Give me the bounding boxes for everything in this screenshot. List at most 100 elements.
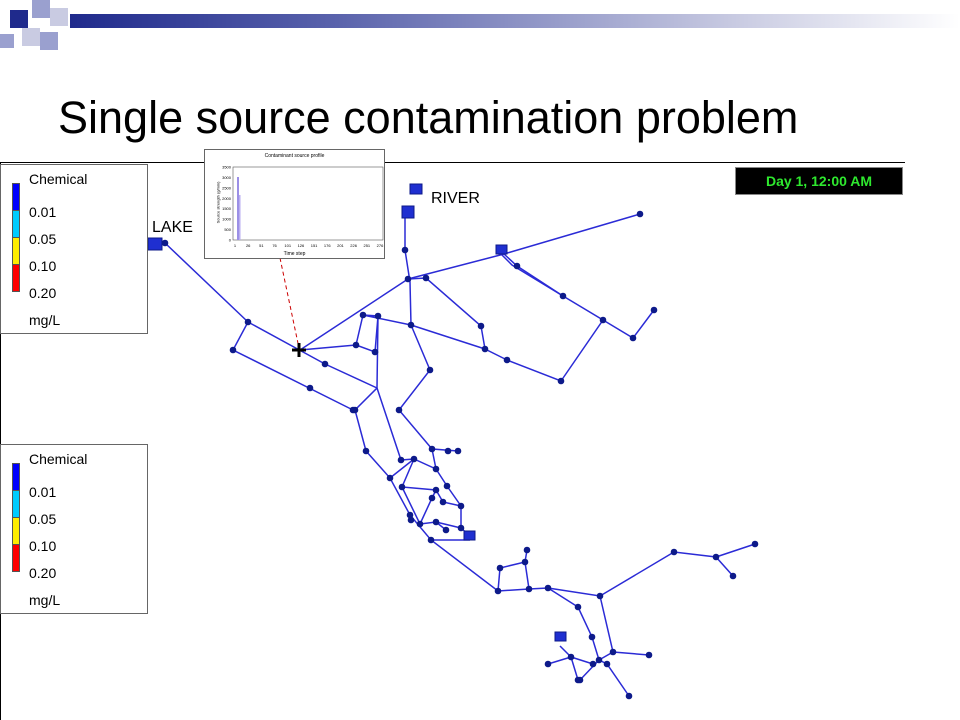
junction-node[interactable] — [407, 321, 415, 329]
junction-node[interactable] — [576, 676, 584, 684]
legend-top[interactable]: Chemical 0.01 0.05 0.10 0.20 mg/L — [0, 164, 148, 334]
legend-swatch-cyan — [12, 210, 20, 238]
junction-node[interactable] — [625, 692, 633, 700]
legend-unit: mg/L — [29, 312, 61, 328]
junction-node[interactable] — [422, 274, 430, 282]
pipe — [355, 314, 412, 354]
junction-node[interactable] — [410, 455, 418, 463]
junction-node[interactable] — [521, 558, 529, 566]
junction-node[interactable] — [359, 311, 367, 319]
junction-node[interactable] — [432, 465, 440, 473]
junction-node[interactable] — [645, 651, 653, 659]
junction-node[interactable] — [595, 656, 603, 664]
junction-node[interactable] — [397, 456, 405, 464]
pipe — [404, 215, 412, 326]
junction-node[interactable] — [589, 660, 597, 668]
junction-node[interactable] — [439, 498, 447, 506]
junction-node[interactable] — [603, 660, 611, 668]
junction-node[interactable] — [513, 262, 521, 270]
junction-node[interactable] — [161, 239, 169, 247]
junction-node[interactable] — [457, 524, 465, 532]
junction-node[interactable] — [712, 553, 720, 561]
pipe — [365, 450, 549, 592]
junction-node[interactable] — [432, 518, 440, 526]
junction-node[interactable] — [567, 653, 575, 661]
source-pulse-bar — [237, 177, 239, 240]
junction-node[interactable] — [398, 483, 406, 491]
inset-x-tick: 76 — [272, 243, 277, 248]
junction-node[interactable] — [428, 445, 436, 453]
junction-node[interactable] — [244, 318, 252, 326]
junction-node[interactable] — [426, 366, 434, 374]
junction-node[interactable] — [650, 306, 658, 314]
source-leader-line — [279, 257, 300, 349]
junction-node[interactable] — [442, 526, 450, 534]
tank-icon — [463, 530, 476, 541]
junction-node[interactable] — [636, 210, 644, 218]
junction-node[interactable] — [477, 322, 485, 330]
inset-y-tick: 3500 — [222, 165, 232, 170]
junction-node[interactable] — [352, 341, 360, 349]
junction-node[interactable] — [496, 564, 504, 572]
legend-bottom[interactable]: Chemical 0.01 0.05 0.10 0.20 mg/L — [0, 444, 148, 614]
junction-node[interactable] — [406, 511, 414, 519]
junction-node[interactable] — [371, 348, 379, 356]
junction-node[interactable] — [427, 536, 435, 544]
junction-node[interactable] — [407, 516, 415, 524]
junction-node[interactable] — [416, 520, 424, 528]
junction-node[interactable] — [481, 345, 489, 353]
junction-node[interactable] — [306, 384, 314, 392]
junction-node[interactable] — [670, 548, 678, 556]
junction-node[interactable] — [557, 377, 565, 385]
junction-node[interactable] — [751, 540, 759, 548]
pipe — [503, 253, 564, 297]
junction-node[interactable] — [362, 447, 370, 455]
pipe — [547, 587, 630, 697]
tank-layer — [147, 183, 567, 642]
junction-node[interactable] — [321, 360, 329, 368]
legend-swatch-blue — [12, 463, 20, 491]
junction-node[interactable] — [374, 312, 382, 320]
decor-square — [22, 28, 40, 46]
decor-square — [40, 32, 58, 50]
junction-node[interactable] — [523, 546, 531, 554]
junction-node[interactable] — [629, 334, 637, 342]
pipe — [559, 645, 579, 681]
simulation-clock-text: Day 1, 12:00 AM — [765, 173, 873, 189]
junction-node[interactable] — [596, 592, 604, 600]
junction-node[interactable] — [559, 292, 567, 300]
junction-node[interactable] — [494, 587, 502, 595]
inset-x-tick: 276 — [377, 243, 384, 248]
junction-node[interactable] — [443, 482, 451, 490]
inset-x-tick: 51 — [259, 243, 264, 248]
junction-node[interactable] — [457, 502, 465, 510]
junction-node[interactable] — [444, 447, 452, 455]
junction-node[interactable] — [229, 346, 237, 354]
inset-y-tick: 2500 — [222, 185, 232, 190]
junction-node[interactable] — [454, 447, 462, 455]
junction-node[interactable] — [404, 275, 412, 283]
junction-node[interactable] — [729, 572, 737, 580]
legend-unit: mg/L — [29, 592, 61, 608]
junction-node[interactable] — [386, 474, 394, 482]
pipe — [410, 324, 486, 350]
junction-node[interactable] — [351, 406, 359, 414]
junction-node[interactable] — [525, 585, 533, 593]
junction-node[interactable] — [609, 648, 617, 656]
junction-node[interactable] — [432, 486, 440, 494]
legend-header: Chemical — [29, 171, 88, 187]
junction-node[interactable] — [503, 356, 511, 364]
injection-marker-icon[interactable] — [292, 343, 306, 357]
junction-node[interactable] — [401, 246, 409, 254]
junction-node[interactable] — [588, 633, 596, 641]
junction-node[interactable] — [544, 660, 552, 668]
junction-node[interactable] — [599, 316, 607, 324]
junction-node[interactable] — [544, 584, 552, 592]
junction-node[interactable] — [395, 406, 403, 414]
inset-y-tick: 2000 — [222, 196, 232, 201]
junction-node[interactable] — [428, 494, 436, 502]
decor-square — [10, 10, 28, 28]
junction-node[interactable] — [574, 603, 582, 611]
